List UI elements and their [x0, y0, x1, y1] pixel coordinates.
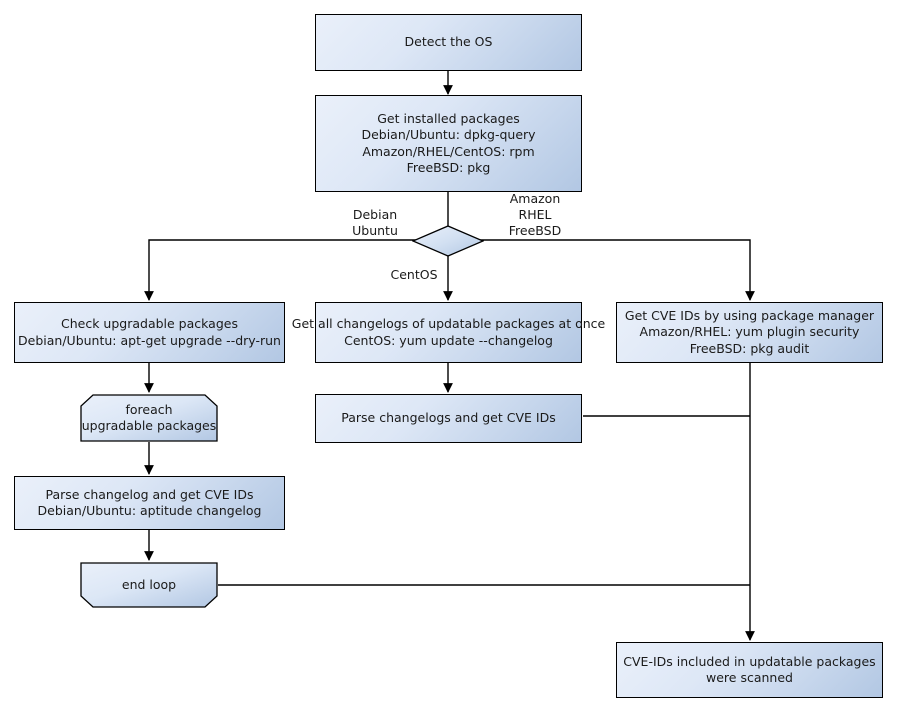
- node-parse-changelogs-centos[interactable]: Parse changelogs and get CVE IDs: [315, 394, 582, 443]
- node-parse-changelog-deb-label: Parse changelog and get CVE IDs Debian/U…: [37, 486, 262, 519]
- node-parse-changelog-deb[interactable]: Parse changelog and get CVE IDs Debian/U…: [14, 476, 285, 530]
- edge-decision-to-check-upgradable: [144, 239, 419, 301]
- edge-label-branch-amazon: Amazon RHEL FreeBSD: [508, 191, 562, 238]
- edge-label-branch-centos: CentOS: [390, 267, 438, 282]
- node-detect-os[interactable]: Detect the OS: [315, 14, 582, 71]
- loop-end-shape-icon: [80, 562, 218, 608]
- edge-label-branch-debian: Debian Ubuntu: [352, 207, 398, 238]
- node-get-all-changelogs[interactable]: Get all changelogs of updatable packages…: [292, 302, 605, 363]
- node-get-installed-packages[interactable]: Get installed packages Debian/Ubuntu: dp…: [315, 95, 582, 192]
- loop-start-shape-icon: [80, 394, 218, 442]
- node-foreach-loop-label: foreach upgradable packages: [81, 401, 217, 434]
- node-get-cve-pkg-manager[interactable]: Get CVE IDs by using package manager Ama…: [616, 302, 883, 363]
- node-scanned-result[interactable]: CVE-IDs included in updatable packages w…: [616, 642, 883, 698]
- node-check-upgradable-label: Check upgradable packages Debian/Ubuntu:…: [18, 316, 281, 348]
- diamond-shape-icon: [412, 225, 484, 257]
- node-end-loop-label: end loop: [121, 576, 177, 592]
- node-get-cve-pkg-manager-label: Get CVE IDs by using package manager Ama…: [624, 307, 875, 356]
- node-get-all-changelogs-label: Get all changelogs of updatable packages…: [291, 316, 606, 348]
- node-get-installed-packages-label: Get installed packages Debian/Ubuntu: dp…: [361, 110, 536, 176]
- node-scanned-result-label: CVE-IDs included in updatable packages w…: [623, 653, 876, 686]
- edge-decision-to-pkg-manager: [477, 239, 755, 301]
- node-check-upgradable[interactable]: Check upgradable packages Debian/Ubuntu:…: [14, 302, 285, 363]
- node-detect-os-label: Detect the OS: [404, 34, 493, 50]
- node-end-loop[interactable]: end loop: [80, 562, 218, 608]
- node-foreach-loop[interactable]: foreach upgradable packages: [80, 394, 218, 442]
- node-os-decision[interactable]: [412, 225, 484, 257]
- node-parse-changelogs-centos-label: Parse changelogs and get CVE IDs: [341, 410, 556, 426]
